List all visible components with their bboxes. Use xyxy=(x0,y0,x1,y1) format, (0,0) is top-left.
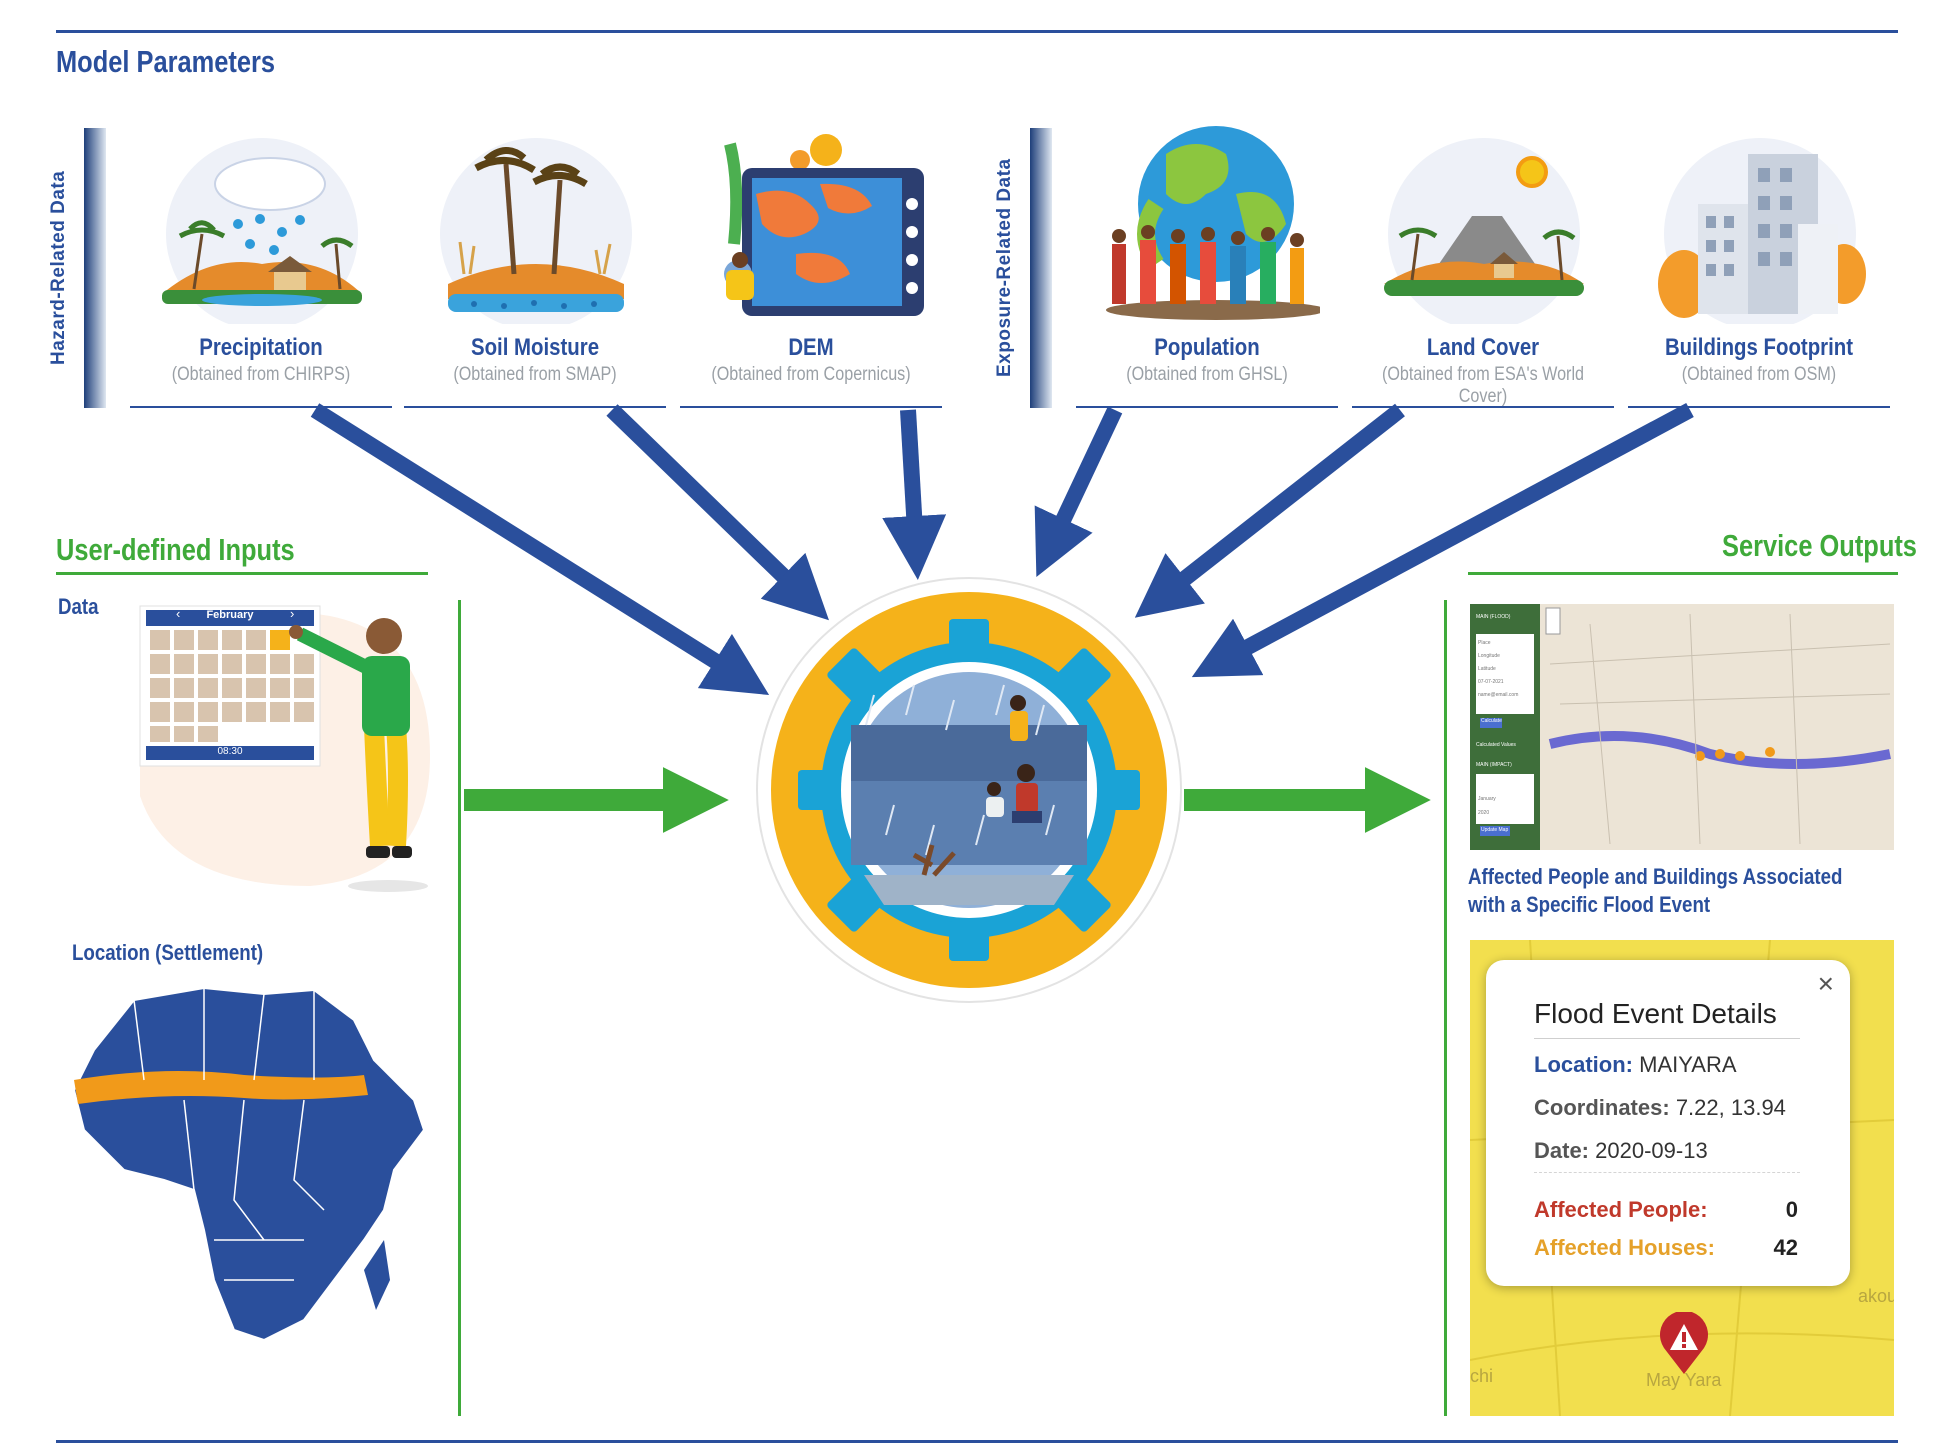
outputs-divider xyxy=(1444,600,1447,1416)
parameter-rule xyxy=(680,406,942,408)
parameter-rule xyxy=(1352,406,1614,408)
parameter-source: (Obtained from ESA's World Cover) xyxy=(1381,364,1585,407)
popup-location-label: Location: xyxy=(1534,1052,1633,1077)
buildings-icon xyxy=(1658,138,1866,324)
location-label: Location (Settlement) xyxy=(72,940,264,965)
parameter-rule xyxy=(130,406,392,408)
popup-houses-label: Affected Houses: xyxy=(1534,1235,1715,1260)
app-form-field-latitude[interactable]: Latitude xyxy=(1478,666,1496,672)
map-label-place: May Yara xyxy=(1646,1370,1722,1390)
map-label-right: akou xyxy=(1858,1286,1894,1306)
exposure-side-bar xyxy=(1030,128,1052,408)
output-caption-line2: with a Specific Flood Event xyxy=(1468,892,1711,917)
parameter-title: Precipitation xyxy=(199,334,323,361)
popup-people-value: 0 xyxy=(1785,1197,1798,1222)
arrow-population xyxy=(1034,406,1123,577)
parameter-title: DEM xyxy=(788,334,834,361)
popup-coordinates-value: 7.22, 13.94 xyxy=(1675,1095,1786,1120)
data-label: Data xyxy=(58,594,99,619)
model-parameters-title: Model Parameters xyxy=(56,44,275,79)
app-form-field-longitude[interactable]: Longitude xyxy=(1478,653,1500,659)
parameter-title: Population xyxy=(1154,334,1260,361)
app-form-update-button[interactable]: Update Map xyxy=(1481,827,1509,833)
parameter-source: (Obtained from GHSL) xyxy=(1126,364,1288,385)
popup-location-row: Location: MAIYARA xyxy=(1534,1052,1737,1078)
parameter-rule xyxy=(1076,406,1338,408)
calendar-prev[interactable]: ‹ xyxy=(176,606,181,621)
calendar-time[interactable]: 08:30 xyxy=(217,746,243,757)
arrow-precipitation xyxy=(310,403,770,696)
popup-coordinates-label: Coordinates: xyxy=(1534,1095,1670,1120)
parameter-title: Soil Moisture xyxy=(470,334,600,361)
arrow-dem xyxy=(882,409,947,580)
volcano-island-icon xyxy=(1384,138,1584,324)
app-form-calculate-button[interactable]: Calculate xyxy=(1481,718,1502,724)
popup-date-label: Date: xyxy=(1534,1138,1590,1163)
app-form-year-select[interactable]: 2020 xyxy=(1478,810,1490,816)
map-label-left: chi xyxy=(1470,1366,1494,1386)
parameter-rule xyxy=(404,406,666,408)
app-form-section-impact: MAIN (IMPACT) xyxy=(1476,762,1512,768)
app-form-month-select[interactable]: January xyxy=(1478,796,1496,802)
app-form-field-email[interactable]: name@email.com xyxy=(1478,692,1519,698)
app-form-field-date[interactable]: 07-07-2021 xyxy=(1478,679,1504,685)
top-rule xyxy=(56,30,1898,33)
parameter-card-population: Population (Obtained from GHSL) xyxy=(1076,124,1338,424)
app-screenshot[interactable] xyxy=(1470,604,1894,850)
popup-coordinates-row: Coordinates: 7.22, 13.94 xyxy=(1534,1095,1786,1121)
parameter-card-land-cover: Land Cover (Obtained from ESA's World Co… xyxy=(1352,124,1614,424)
popup-dashed-divider xyxy=(1534,1172,1800,1174)
service-outputs-title: Service Outputs xyxy=(1722,528,1917,563)
rain-island-icon xyxy=(162,138,362,324)
flood-event-popup: × Flood Event Details Location: MAIYARA … xyxy=(1486,960,1850,1286)
calendar-month: February xyxy=(206,609,254,621)
popup-houses-value: 42 xyxy=(1773,1235,1798,1260)
popup-date-row: Date: 2020-09-13 xyxy=(1534,1138,1708,1164)
hazard-side-bar xyxy=(84,128,106,408)
africa-map xyxy=(72,986,426,1342)
user-inputs-rule xyxy=(56,572,428,575)
parameter-card-soil-moisture: Soil Moisture (Obtained from SMAP) xyxy=(404,124,666,424)
bottom-rule xyxy=(56,1440,1898,1443)
parameter-title: Buildings Footprint xyxy=(1664,334,1854,361)
arrow-buildings xyxy=(1191,402,1694,678)
service-outputs-rule xyxy=(1468,572,1898,575)
app-form-field-place[interactable]: Place xyxy=(1478,640,1491,646)
calendar-next[interactable]: › xyxy=(290,606,295,621)
popup-people-label: Affected People: xyxy=(1534,1197,1708,1222)
tablet-map-icon xyxy=(724,134,924,316)
parameter-card-buildings: Buildings Footprint (Obtained from OSM) xyxy=(1628,124,1890,424)
close-icon[interactable]: × xyxy=(1817,968,1834,999)
parameter-card-precipitation: Precipitation (Obtained from CHIRPS) xyxy=(130,124,392,424)
model-gear xyxy=(756,577,1182,1003)
parameter-source: (Obtained from OSM) xyxy=(1681,364,1837,385)
app-form-header: MAIN (FLOOD) xyxy=(1476,614,1511,620)
parameter-title: Land Cover xyxy=(1426,334,1540,361)
inputs-divider xyxy=(458,600,461,1416)
arrow-land-cover xyxy=(1134,403,1405,618)
warning-marker-icon[interactable] xyxy=(1656,1312,1712,1376)
popup-date-value: 2020-09-13 xyxy=(1595,1138,1708,1163)
globe-people-icon xyxy=(1106,126,1320,320)
output-caption-line1: Affected People and Buildings Associated xyxy=(1468,864,1843,889)
popup-title: Flood Event Details xyxy=(1534,998,1777,1029)
parameter-rule xyxy=(1628,406,1890,408)
arrow-soil-moisture xyxy=(606,404,829,621)
parameter-source: (Obtained from SMAP) xyxy=(453,364,617,385)
parameter-source: (Obtained from CHIRPS) xyxy=(171,364,351,385)
popup-divider xyxy=(1534,1038,1800,1039)
parameter-card-dem: DEM (Obtained from Copernicus) xyxy=(680,124,942,424)
palm-soil-icon xyxy=(440,138,632,324)
parameter-source: (Obtained from Copernicus) xyxy=(711,364,911,385)
user-inputs-title: User-defined Inputs xyxy=(56,532,295,567)
popup-location-value: MAIYARA xyxy=(1639,1052,1737,1077)
app-form-section-values: Calculated Values xyxy=(1476,742,1516,748)
calendar-illustration xyxy=(139,605,430,892)
